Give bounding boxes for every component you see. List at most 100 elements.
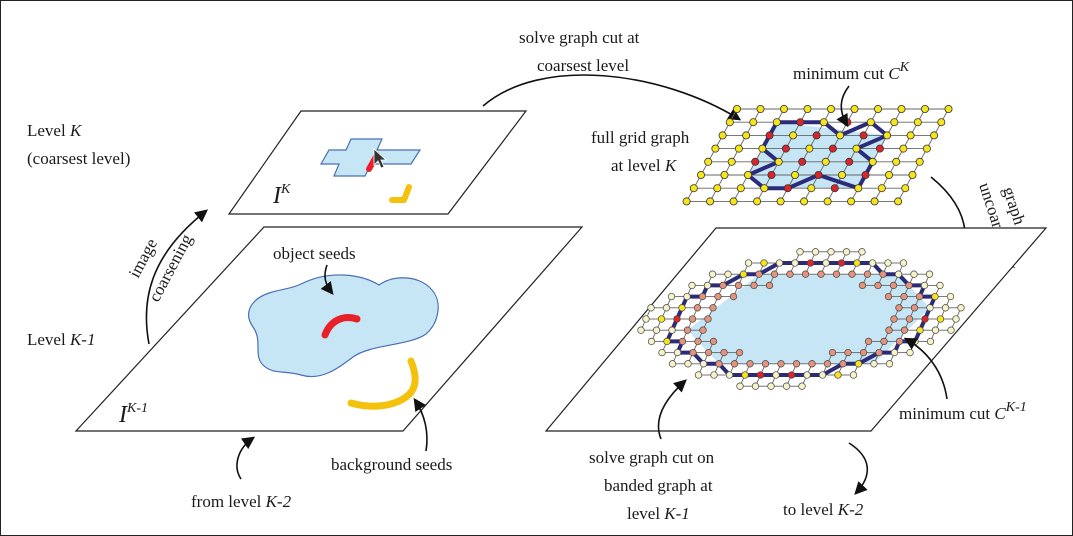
fine-background-seed xyxy=(347,357,419,410)
band-node xyxy=(751,382,760,390)
band-node xyxy=(801,270,810,278)
from-level-arrow xyxy=(236,436,256,480)
background-node xyxy=(836,131,845,140)
band-node xyxy=(709,304,717,312)
object-node xyxy=(861,170,870,179)
band-node xyxy=(906,348,914,357)
coarse-background-seed xyxy=(389,184,412,203)
background-node xyxy=(774,157,783,166)
background-node xyxy=(874,105,883,114)
band-node xyxy=(760,259,768,267)
solve-top-label-1: solve graph cut at xyxy=(519,28,640,47)
band-node xyxy=(683,326,692,334)
background-node xyxy=(852,144,861,153)
band-node xyxy=(899,259,908,267)
band-node xyxy=(741,371,749,379)
band-node xyxy=(947,326,955,334)
band-node xyxy=(936,281,944,290)
band-node xyxy=(736,382,744,390)
minimum-cut-ck-pointer xyxy=(836,85,850,128)
band-node xyxy=(673,315,681,323)
coarse-object-region xyxy=(319,138,422,177)
background-node xyxy=(877,184,886,193)
band-node xyxy=(709,337,718,346)
background-node xyxy=(908,170,917,179)
band-node xyxy=(880,337,888,346)
coarse-cut-region xyxy=(748,122,888,189)
band-node xyxy=(699,360,708,368)
band-node xyxy=(694,371,703,379)
band-node xyxy=(946,292,955,301)
level-k-label: Level K xyxy=(27,121,83,140)
band-node xyxy=(895,304,903,312)
band-node xyxy=(730,360,739,368)
band-node xyxy=(775,259,784,267)
band-node xyxy=(683,292,691,301)
background-node xyxy=(847,197,856,206)
band-node xyxy=(668,326,676,334)
band-node xyxy=(926,304,934,312)
band-node xyxy=(811,248,820,256)
background-node xyxy=(850,105,859,114)
solve-coarsest-arrow xyxy=(482,74,742,121)
band-node xyxy=(746,360,754,368)
background-node xyxy=(913,118,922,127)
object-node xyxy=(859,131,868,140)
background-node xyxy=(937,118,946,127)
level-k1-label: Level K-1 xyxy=(27,330,95,349)
band-node xyxy=(667,292,676,301)
band-node xyxy=(842,248,851,256)
background-node xyxy=(892,157,901,166)
band-node xyxy=(890,315,898,323)
band-node xyxy=(714,292,722,301)
background-node xyxy=(744,170,753,179)
minimum-cut-ck-label: minimum cut CK xyxy=(793,60,910,83)
object-node xyxy=(765,131,774,140)
background-node xyxy=(689,184,698,193)
background-node xyxy=(854,184,863,193)
band-node xyxy=(885,326,893,334)
band-node xyxy=(652,326,661,334)
fine-object-seed xyxy=(321,314,361,339)
background-seeds-label: background seeds xyxy=(331,455,452,474)
band-node xyxy=(647,337,656,346)
band-node xyxy=(647,304,655,312)
from-level-label: from level K-2 xyxy=(191,492,292,511)
background-node xyxy=(776,197,785,206)
band-node xyxy=(767,382,775,390)
band-node xyxy=(708,270,717,278)
background-node xyxy=(729,197,738,206)
band-node xyxy=(798,382,806,390)
background-node xyxy=(901,184,910,193)
band-node xyxy=(787,371,796,379)
band-node xyxy=(889,281,898,290)
band-node xyxy=(941,304,950,312)
band-node xyxy=(859,348,868,357)
background-node xyxy=(756,105,765,114)
band-node xyxy=(920,281,929,290)
band-node xyxy=(704,348,713,357)
band-node xyxy=(839,360,847,368)
band-node xyxy=(684,360,692,368)
banded-graph-level-k1 xyxy=(637,248,965,390)
band-node xyxy=(777,360,785,368)
background-node xyxy=(819,118,828,127)
band-node xyxy=(704,315,712,323)
background-node xyxy=(803,105,812,114)
band-node xyxy=(936,315,945,323)
band-node xyxy=(744,259,753,267)
full-grid-graph-level-k xyxy=(682,105,953,206)
band-node xyxy=(719,281,727,290)
background-node xyxy=(823,197,832,206)
background-node xyxy=(733,105,742,114)
band-node xyxy=(735,348,744,357)
background-node xyxy=(697,170,706,179)
band-node xyxy=(925,270,934,278)
background-node xyxy=(753,197,762,206)
band-node xyxy=(853,259,861,267)
band-node xyxy=(863,270,872,278)
band-node xyxy=(879,270,887,278)
band-node xyxy=(806,259,815,267)
solve-banded-pointer xyxy=(657,379,687,440)
